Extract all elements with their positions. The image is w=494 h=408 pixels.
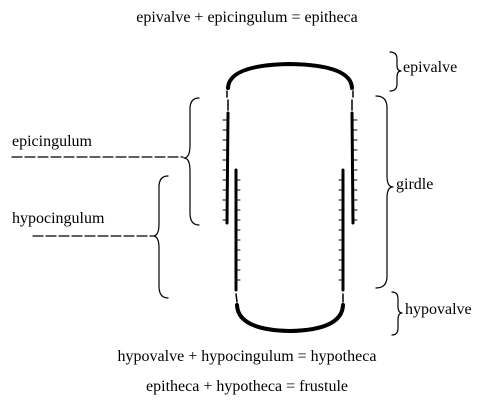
epivalve-shape (228, 64, 352, 88)
girdle-bracket (376, 96, 393, 288)
hypocingulum-right-band (339, 170, 343, 302)
epicingulum-left-band (223, 91, 228, 223)
epivalve-bracket (390, 52, 401, 91)
hypovalve-bracket (392, 292, 402, 335)
hypocingulum-bracket (153, 176, 168, 298)
epicingulum-right-band (352, 91, 357, 223)
epicingulum-bracket (184, 98, 199, 225)
hypocingulum-left-band (236, 170, 240, 302)
hypovalve-shape (237, 305, 343, 331)
